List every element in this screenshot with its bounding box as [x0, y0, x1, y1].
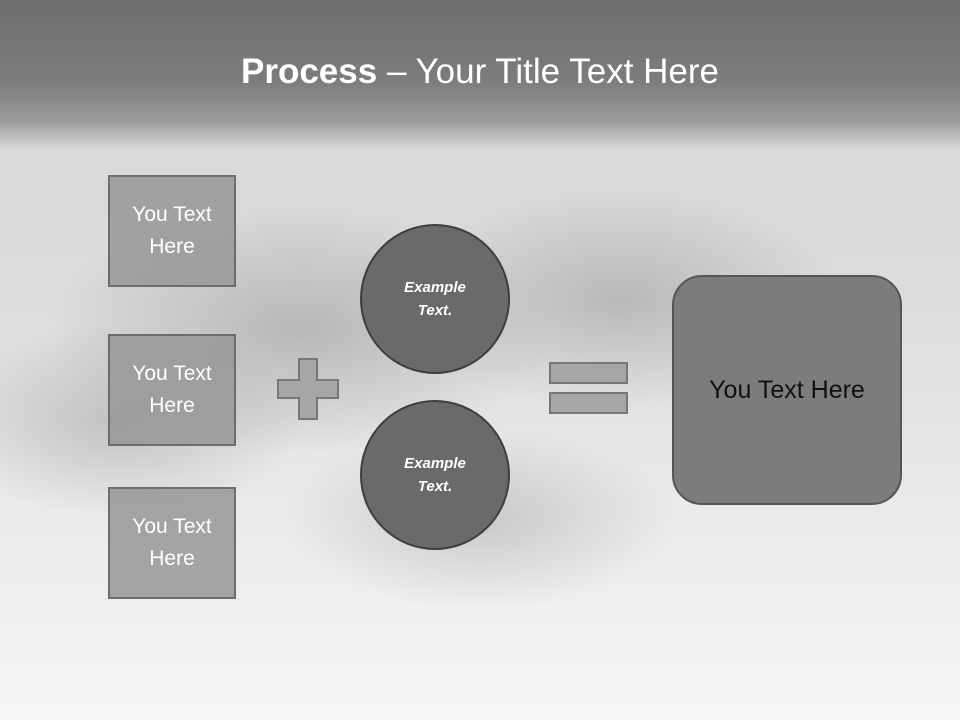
input-box-1: You Text Here [108, 175, 236, 287]
example-circle-1: Example Text. [360, 224, 510, 374]
example-circle-1-label: Example Text. [404, 279, 466, 319]
title-rest: – Your Title Text Here [377, 52, 719, 91]
input-box-2: You Text Here [108, 334, 236, 446]
example-circle-2: Example Text. [360, 400, 510, 550]
result-box: You Text Here [672, 275, 902, 505]
example-circle-2-label: Example Text. [404, 455, 466, 495]
input-box-3-label: You Text Here [132, 515, 212, 570]
header-band [0, 0, 960, 150]
plus-icon [277, 358, 339, 420]
equals-icon [549, 362, 628, 414]
slide-title: Process – Your Title Text Here [0, 52, 960, 92]
input-box-2-label: You Text Here [132, 362, 212, 417]
result-box-label: You Text Here [709, 375, 865, 404]
input-box-1-label: You Text Here [132, 203, 212, 258]
title-bold: Process [241, 52, 378, 91]
input-box-3: You Text Here [108, 487, 236, 599]
